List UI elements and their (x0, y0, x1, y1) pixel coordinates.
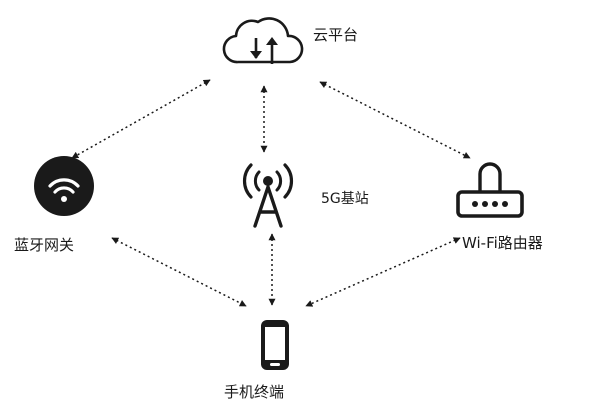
bluetooth-gateway-label: 蓝牙网关 (14, 236, 75, 254)
base-station-label: 5G基站 (321, 191, 369, 207)
cloud-platform-label: 云平台 (313, 26, 359, 44)
connections (71, 79, 471, 307)
link-bluetooth-gateway-phone (111, 237, 247, 307)
link-wifi-router-phone (305, 237, 461, 307)
smartphone-icon (261, 320, 289, 370)
wireless-signal-icon (34, 156, 94, 216)
antenna-tower-icon (243, 163, 293, 228)
cloud-sync-icon (222, 17, 304, 64)
link-cloud-bluetooth-gateway (71, 79, 211, 159)
link-cloud-wifi-router (319, 81, 471, 159)
router-icon (456, 162, 524, 218)
phone-terminal-label: 手机终端 (224, 383, 285, 401)
wifi-router-label: Wi-Fi路由器 (462, 234, 543, 252)
